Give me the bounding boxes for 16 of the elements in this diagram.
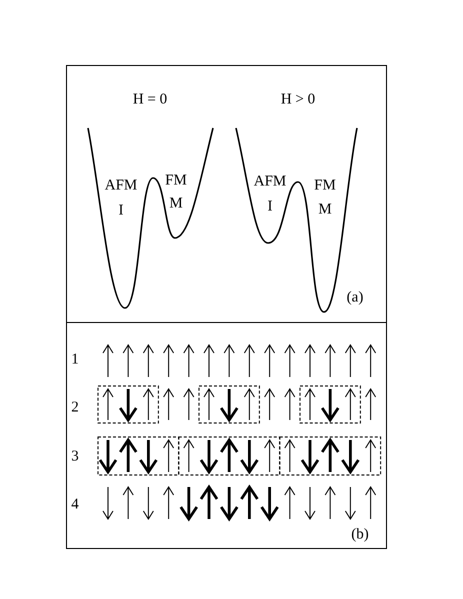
field-label: H = 0 bbox=[132, 92, 168, 108]
state-label: AFM bbox=[104, 178, 138, 194]
panel-label: (a) bbox=[346, 290, 364, 306]
state-label: I bbox=[118, 202, 124, 220]
state-label: AFM bbox=[254, 174, 286, 190]
row-number: 1 bbox=[71, 352, 79, 368]
state-label: M bbox=[169, 196, 183, 212]
state-label: M bbox=[318, 202, 332, 218]
row-number: 4 bbox=[71, 496, 79, 514]
state-label: FM bbox=[165, 172, 187, 190]
state-label: I bbox=[268, 198, 272, 216]
field-label: H > 0 bbox=[280, 92, 316, 108]
row-number: 3 bbox=[71, 448, 79, 466]
state-label: FM bbox=[314, 178, 336, 194]
panel-label: (b) bbox=[351, 526, 369, 544]
row-number: 2 bbox=[71, 400, 79, 416]
